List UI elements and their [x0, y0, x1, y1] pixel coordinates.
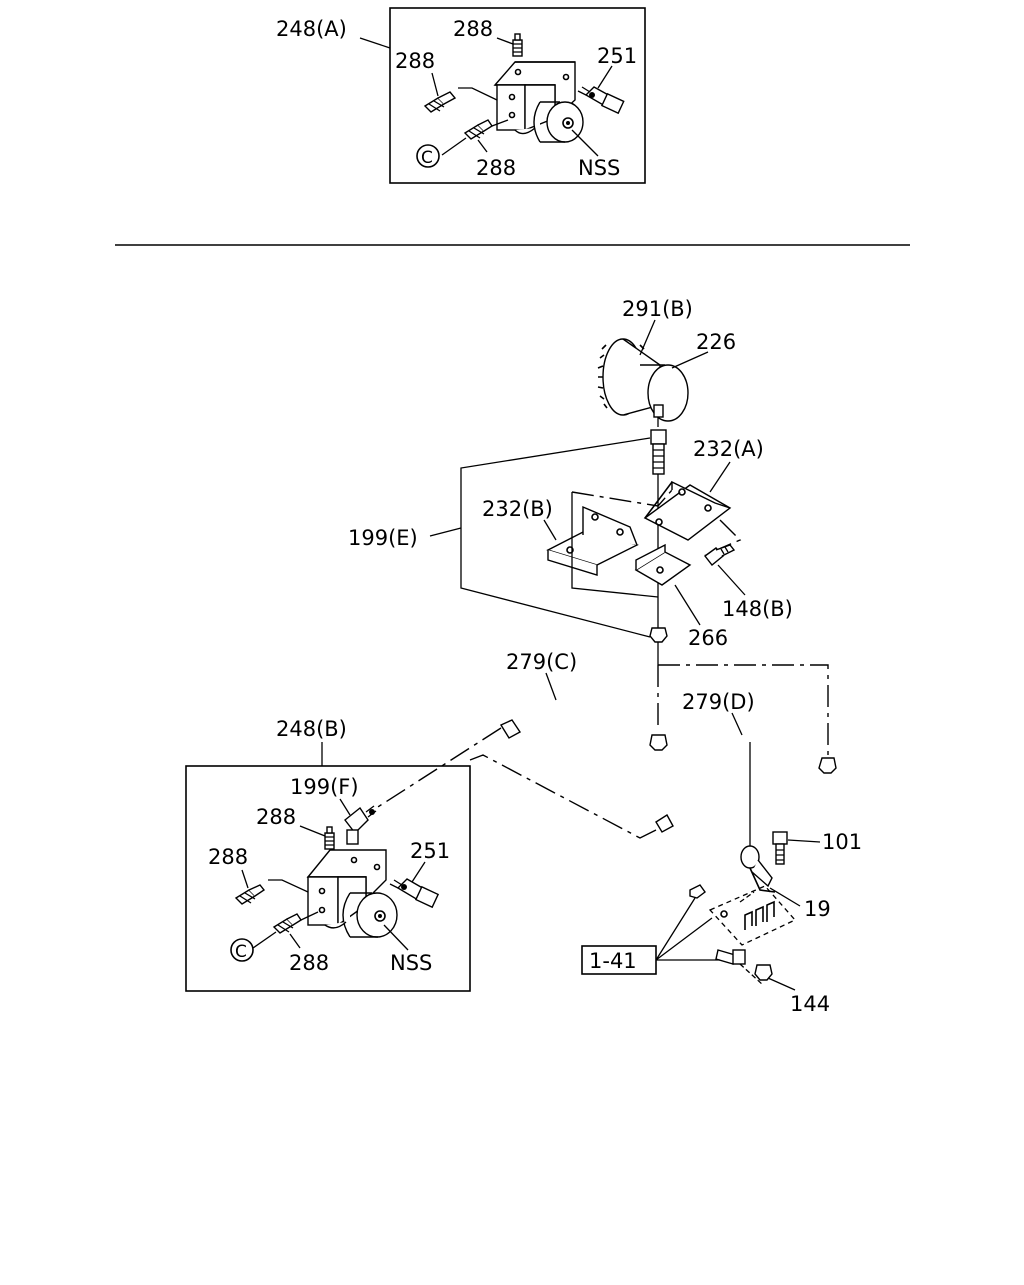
label-279d: 279(D) [682, 690, 755, 714]
bleeder-fitting-icon [512, 33, 523, 57]
label-266: 266 [688, 626, 728, 650]
label-19: 19 [804, 897, 831, 921]
label-232a: 232(A) [693, 437, 764, 461]
circled-c-icon [416, 144, 440, 168]
label-251-a: 251 [597, 44, 637, 68]
label-288-a-left: 288 [395, 49, 435, 73]
nut-icon [649, 627, 668, 643]
bleeder-fitting-icon [463, 119, 493, 140]
label-248b: 248(B) [276, 717, 347, 741]
label-251-b: 251 [410, 839, 450, 863]
inset-248a: 248(A) 288 [276, 7, 646, 184]
label-c-a: C [421, 148, 433, 168]
label-144: 144 [790, 992, 830, 1016]
bracket-icon [546, 505, 639, 576]
bracket-icon [643, 480, 732, 541]
inset-frame-b [185, 765, 471, 992]
pressure-switch-icon [577, 86, 625, 115]
circled-c-icon [230, 938, 254, 962]
hex-fitting-icon [650, 429, 667, 475]
pressure-switch-icon [389, 878, 440, 909]
valve-block-icon [306, 849, 398, 938]
label-288-b-top: 288 [256, 805, 296, 829]
label-288-a-top: 288 [453, 17, 493, 41]
bleeder-fitting-icon [324, 826, 335, 850]
label-279c: 279(C) [506, 650, 577, 674]
label-232b: 232(B) [482, 497, 553, 521]
elbow-fitting-icon [344, 805, 377, 845]
label-248a: 248(A) [276, 17, 347, 41]
clip-icon [634, 543, 692, 586]
valve-block-icon [493, 61, 584, 143]
bolt-icon [772, 831, 788, 865]
bolt-icon [715, 949, 746, 965]
label-199f: 199(F) [290, 775, 359, 799]
bleeder-fitting-icon [423, 91, 457, 113]
bleeder-fitting-icon [234, 884, 266, 905]
pressure-gauge-icon [597, 338, 689, 422]
nut-icon [754, 964, 773, 981]
inset-frame-a [389, 7, 646, 184]
bleeder-fitting-icon [272, 913, 302, 934]
label-199e: 199(E) [348, 526, 418, 550]
label-101: 101 [822, 830, 862, 854]
hose-icon [655, 696, 837, 833]
label-288-b-bottom: 288 [289, 951, 329, 975]
label-288-b-left: 288 [208, 845, 248, 869]
inset-248b: 248(B) 199(F) [185, 717, 471, 992]
label-nss-b: NSS [390, 951, 432, 975]
label-1-41: 1-41 [589, 949, 637, 973]
label-nss-a: NSS [578, 156, 620, 180]
label-148b: 148(B) [722, 597, 793, 621]
label-288-a-bottom: 288 [476, 156, 516, 180]
label-291b: 291(B) [622, 297, 693, 321]
nut-icon [689, 884, 706, 899]
clamp-icon [740, 845, 776, 893]
bracket-icon [708, 885, 797, 946]
label-c-b: C [235, 942, 247, 962]
hose-icon [499, 686, 668, 796]
bolt-icon [704, 544, 736, 566]
label-226: 226 [696, 330, 736, 354]
leader-248a [359, 37, 391, 49]
